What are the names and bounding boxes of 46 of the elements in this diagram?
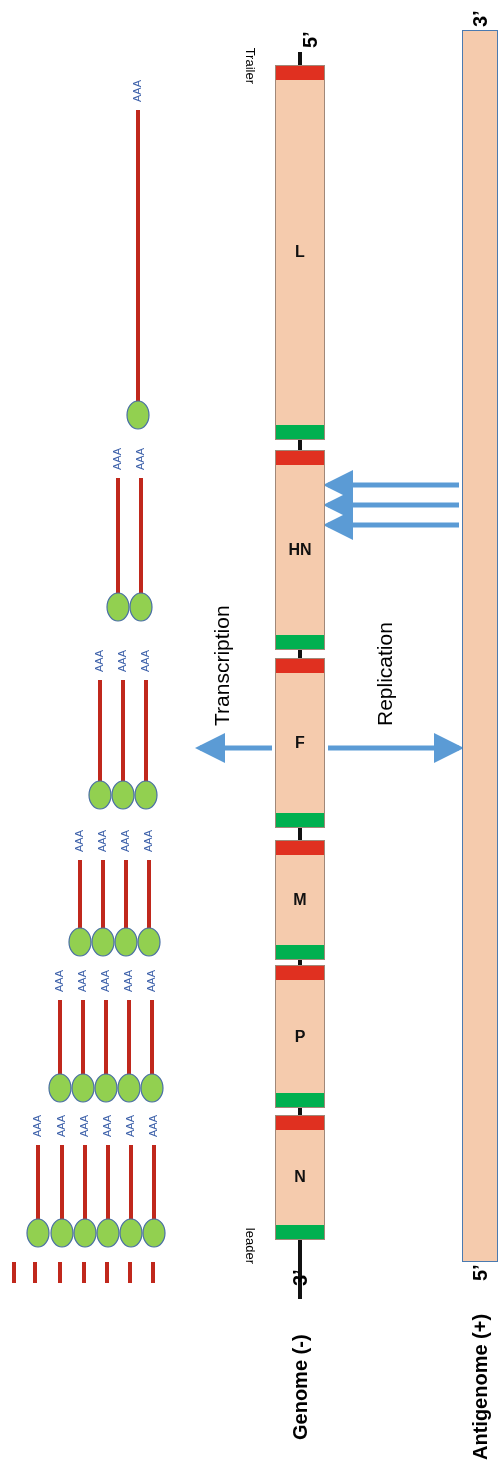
polya-label: AAA bbox=[123, 970, 134, 992]
polya-label: AAA bbox=[74, 830, 85, 852]
polya-label: AAA bbox=[117, 650, 128, 672]
gene-box bbox=[275, 1115, 325, 1240]
polya-label: AAA bbox=[56, 1115, 67, 1137]
polya-label: AAA bbox=[32, 1115, 43, 1137]
genome-label: Genome (-) bbox=[290, 1334, 310, 1440]
edge-label: Replication bbox=[374, 622, 395, 726]
leader-label: leader bbox=[243, 1227, 257, 1264]
polya-label: AAA bbox=[140, 650, 151, 672]
gene-box bbox=[275, 450, 325, 650]
gene-box bbox=[275, 658, 325, 828]
gene-name: P bbox=[294, 1027, 306, 1046]
polya-label: AAA bbox=[102, 1115, 113, 1137]
antigenome-label: Antigenome (+) bbox=[470, 1313, 490, 1460]
polya-label: AAA bbox=[94, 650, 105, 672]
polya-label: AAA bbox=[54, 970, 65, 992]
end-label: 5’ bbox=[300, 31, 320, 48]
edge-label: Transcription bbox=[211, 605, 232, 726]
polya-label: AAA bbox=[143, 830, 154, 852]
polya-label: AAA bbox=[97, 830, 108, 852]
arrow bbox=[195, 733, 272, 763]
gene-name: M bbox=[293, 891, 307, 909]
polya-label: AAA bbox=[148, 1115, 159, 1137]
polya-label: AAA bbox=[132, 80, 143, 102]
end-label: 3’ bbox=[290, 1269, 310, 1286]
gene-name: L bbox=[295, 243, 305, 262]
polya-label: AAA bbox=[77, 970, 88, 992]
end-label: 3’ bbox=[470, 10, 490, 27]
gene-box bbox=[275, 840, 325, 960]
polya-label: AAA bbox=[120, 830, 131, 852]
polya-label: AAA bbox=[79, 1115, 90, 1137]
gene-box bbox=[275, 65, 325, 440]
gene-box bbox=[275, 965, 325, 1108]
polya-label: AAA bbox=[100, 970, 111, 992]
polya-label: AAA bbox=[112, 448, 123, 470]
gene-name: N bbox=[294, 1168, 306, 1187]
polya-label: AAA bbox=[135, 448, 146, 470]
polya-label: AAA bbox=[146, 970, 157, 992]
end-label: 5’ bbox=[470, 1264, 490, 1281]
gene-name: F bbox=[295, 734, 305, 752]
gene-name: HN bbox=[288, 541, 312, 559]
antigenome-bar bbox=[462, 30, 498, 1262]
arrow bbox=[328, 733, 464, 763]
polya-label: AAA bbox=[125, 1115, 136, 1137]
trailer-label: Trailer bbox=[243, 47, 257, 84]
